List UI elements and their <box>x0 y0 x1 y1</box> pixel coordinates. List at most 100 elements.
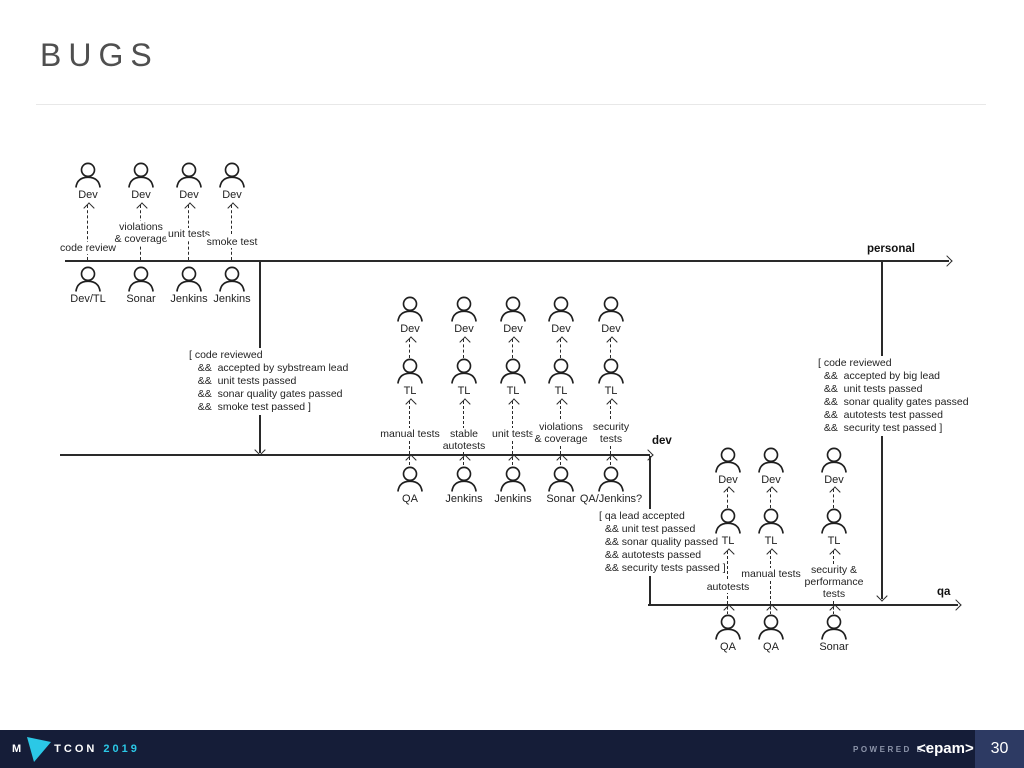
person-dev: Dev <box>215 162 249 201</box>
dashed-arrow <box>610 457 611 465</box>
person-icon <box>598 466 624 492</box>
person-icon <box>128 162 154 188</box>
actor-label: TL <box>457 385 471 397</box>
dashed-arrow <box>770 607 771 614</box>
qa-branch-line <box>648 604 958 606</box>
person-icon <box>598 296 624 322</box>
dashed-arrow <box>463 457 464 465</box>
person-icon <box>500 358 526 384</box>
actor-label: Sonar <box>126 293 156 305</box>
actor-label: Sonar <box>819 641 849 653</box>
dashed-arrow <box>610 339 611 358</box>
person-tl: TL <box>544 358 578 397</box>
branch-label-dev: dev <box>652 435 672 447</box>
person-dev: Dev <box>594 296 628 335</box>
person-icon <box>451 358 477 384</box>
dev-branch-line <box>60 454 650 456</box>
test-label: security tests <box>590 421 632 445</box>
actor-label: QA <box>402 493 418 505</box>
actor-label: QA <box>763 641 779 653</box>
person-sonar: Sonar <box>124 266 158 305</box>
person-dev: Dev <box>124 162 158 201</box>
person-dev: Dev <box>172 162 206 201</box>
actor-label: Dev <box>131 189 151 201</box>
actor-label: Dev <box>718 474 738 486</box>
brand-triangle-icon <box>27 737 52 762</box>
person-dev: Dev <box>817 447 851 486</box>
actor-label: Jenkins <box>445 493 483 505</box>
brand-suffix: TCON <box>54 743 98 755</box>
test-label: code review <box>57 242 119 254</box>
powered-by-label: POWERED BY <box>853 745 933 754</box>
test-label: security & performance tests <box>802 564 866 600</box>
branch-label-qa: qa <box>937 586 951 598</box>
person-icon <box>548 358 574 384</box>
test-label: unit tests <box>489 428 537 440</box>
person-icon <box>821 614 847 640</box>
dashed-arrow <box>463 401 464 454</box>
merge-condition-personal-to-dev: [ code reviewed && accepted by sybstream… <box>186 348 352 415</box>
person-icon <box>219 266 245 292</box>
person-icon <box>758 508 784 534</box>
person-sonar: Sonar <box>817 614 851 653</box>
person-icon <box>397 466 423 492</box>
dashed-arrow <box>560 457 561 465</box>
person-icon <box>451 466 477 492</box>
person-icon <box>715 447 741 473</box>
person-tl: TL <box>754 508 788 547</box>
person-sonar: Sonar <box>544 466 578 505</box>
dashed-arrow <box>833 607 834 614</box>
dashed-arrow <box>833 489 834 508</box>
person-dev: Dev <box>754 447 788 486</box>
test-label: violations & coverage <box>532 421 590 445</box>
actor-label: Dev <box>454 323 474 335</box>
actor-label: Sonar <box>546 493 576 505</box>
dashed-arrow <box>560 339 561 358</box>
epam-logo: <epam> <box>917 740 974 757</box>
page-number: 30 <box>975 730 1024 768</box>
dashed-arrow <box>770 489 771 508</box>
person-icon <box>397 296 423 322</box>
dashed-arrow <box>409 401 410 454</box>
person-dev: Dev <box>71 162 105 201</box>
dashed-arrow <box>512 339 513 358</box>
person-jenkins: Jenkins <box>170 266 208 305</box>
actor-label: TL <box>827 535 841 547</box>
person-qa-jenkins: QA/Jenkins? <box>580 466 642 505</box>
person-icon <box>758 447 784 473</box>
person-icon <box>821 447 847 473</box>
dashed-arrow <box>727 607 728 614</box>
person-icon <box>821 508 847 534</box>
person-icon <box>758 614 784 640</box>
actor-label: Dev/TL <box>70 293 106 305</box>
person-icon <box>598 358 624 384</box>
person-dev: Dev <box>447 296 481 335</box>
test-label: stable autotests <box>440 428 488 452</box>
test-label: manual tests <box>378 428 442 440</box>
person-icon <box>715 508 741 534</box>
actor-label: Dev <box>503 323 523 335</box>
person-dev: Dev <box>496 296 530 335</box>
dashed-arrow <box>87 205 88 260</box>
person-dev: Dev <box>393 296 427 335</box>
person-jenkins: Jenkins <box>494 466 532 505</box>
person-qa: QA <box>393 466 427 505</box>
person-icon <box>176 266 202 292</box>
actor-label: Dev <box>551 323 571 335</box>
slide-title: BUGS <box>40 37 159 73</box>
actor-label: Dev <box>601 323 621 335</box>
actor-label: Jenkins <box>494 493 532 505</box>
person-tl: TL <box>393 358 427 397</box>
actor-label: Jenkins <box>213 293 251 305</box>
actor-label: TL <box>506 385 520 397</box>
actor-label: Dev <box>78 189 98 201</box>
person-icon <box>548 466 574 492</box>
dashed-arrow <box>727 489 728 508</box>
test-label: unit tests <box>165 228 213 240</box>
actor-label: QA <box>720 641 736 653</box>
person-tl: TL <box>496 358 530 397</box>
dashed-arrow <box>231 205 232 260</box>
actor-label: Dev <box>222 189 242 201</box>
person-icon <box>176 162 202 188</box>
actor-label: Dev <box>824 474 844 486</box>
